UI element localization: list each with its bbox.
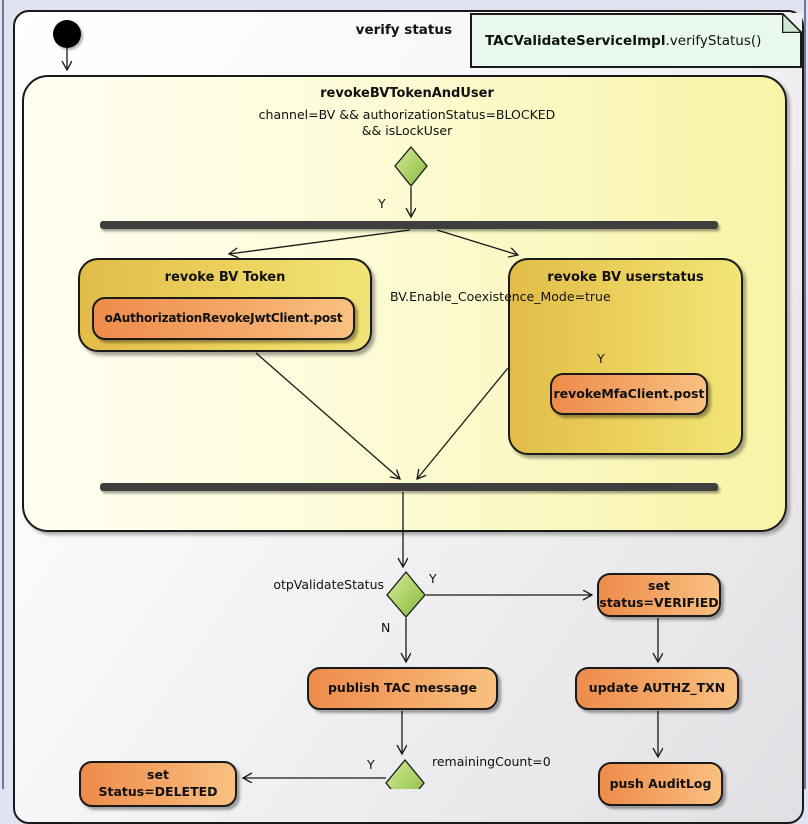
guard-label-yes-3: Y xyxy=(429,571,437,586)
update-authz-txn-action[interactable]: update AUTHZ_TXN xyxy=(575,667,739,710)
revoke-bv-userstatus-box[interactable]: revoke BV userstatus xyxy=(508,258,743,455)
note-text: TACValidateServiceImpl.verifyStatus() xyxy=(485,33,761,49)
remaining-count-label: remainingCount=0 xyxy=(432,754,551,769)
oauthorization-revoke-jwt-action[interactable]: oAuthorizationRevokeJwtClient.post xyxy=(92,297,355,340)
note-method: .verifyStatus() xyxy=(665,32,762,49)
guard-label-yes-4: Y xyxy=(367,757,375,772)
initial-node[interactable] xyxy=(53,20,81,48)
group-guard-line2: && isLockUser xyxy=(361,123,453,138)
push-auditlog-action[interactable]: push AuditLog xyxy=(598,762,723,806)
right-window-edge xyxy=(804,0,806,789)
fork-bar[interactable] xyxy=(100,221,718,229)
set-verified-line1: set xyxy=(648,578,670,594)
revoke-bv-token-title: revoke BV Token xyxy=(164,270,286,285)
revoke-mfa-action[interactable]: revokeMfaClient.post xyxy=(550,373,708,415)
set-deleted-line1: set xyxy=(147,767,169,783)
activity-title: verify status xyxy=(355,22,452,38)
set-deleted-line2: Status=DELETED xyxy=(98,784,218,799)
revoke-bv-userstatus-title: revoke BV userstatus xyxy=(547,270,704,285)
otp-validate-status-label: otpValidateStatus xyxy=(273,577,384,592)
group-guard-line1: channel=BV && authorizationStatus=BLOCKE… xyxy=(258,107,556,122)
left-window-edge xyxy=(2,0,4,789)
group-title: revokeBVTokenAndUser xyxy=(320,86,494,101)
join-bar[interactable] xyxy=(100,483,718,491)
publish-tac-message-action[interactable]: publish TAC message xyxy=(307,667,498,710)
guard-label-no: N xyxy=(381,620,391,635)
note-box[interactable]: TACValidateServiceImpl.verifyStatus() xyxy=(470,13,802,68)
set-verified-line2: status=VERIFIED xyxy=(599,595,719,610)
coexistence-guard-label: BV.Enable_Coexistence_Mode=true xyxy=(390,289,611,304)
guard-label-yes-2: Y xyxy=(597,351,605,366)
set-status-verified-action[interactable]: set status=VERIFIED xyxy=(597,573,721,617)
guard-label-yes-1: Y xyxy=(378,196,386,211)
set-status-deleted-action[interactable]: set Status=DELETED xyxy=(79,761,237,807)
note-class-name: TACValidateServiceImpl xyxy=(485,32,666,49)
note-fold-icon xyxy=(782,13,802,33)
